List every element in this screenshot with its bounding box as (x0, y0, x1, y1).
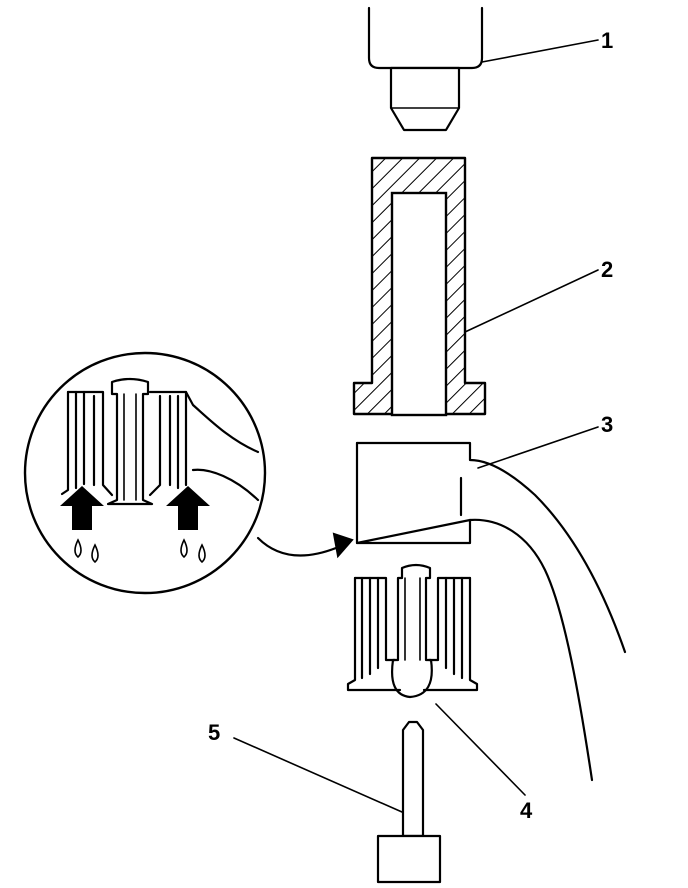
droplet-icon (180, 538, 188, 559)
droplet-icon (91, 543, 99, 564)
leader-line-3 (477, 426, 599, 469)
support-block (355, 441, 627, 782)
droplet-icon (198, 543, 206, 564)
pilot-tool (376, 720, 442, 884)
callout-label-5: 5 (208, 720, 220, 745)
callout-label-4: 4 (520, 798, 533, 823)
leader-line-1 (481, 39, 599, 63)
arrow-up-icon (60, 486, 104, 530)
installer-sleeve (352, 156, 487, 417)
detail-inset (23, 351, 267, 595)
press-ram (367, 6, 484, 132)
callout-label-1: 1 (601, 28, 613, 53)
leader-line-5 (233, 737, 403, 813)
detail-arrow (256, 532, 354, 559)
droplet-icon (74, 538, 82, 559)
callout-label-2: 2 (601, 257, 613, 282)
leader-line-2 (464, 269, 599, 333)
bushing (346, 563, 479, 699)
leader-line-4 (435, 703, 526, 796)
arrow-up-icon (166, 486, 210, 530)
callout-label-3: 3 (601, 412, 613, 437)
